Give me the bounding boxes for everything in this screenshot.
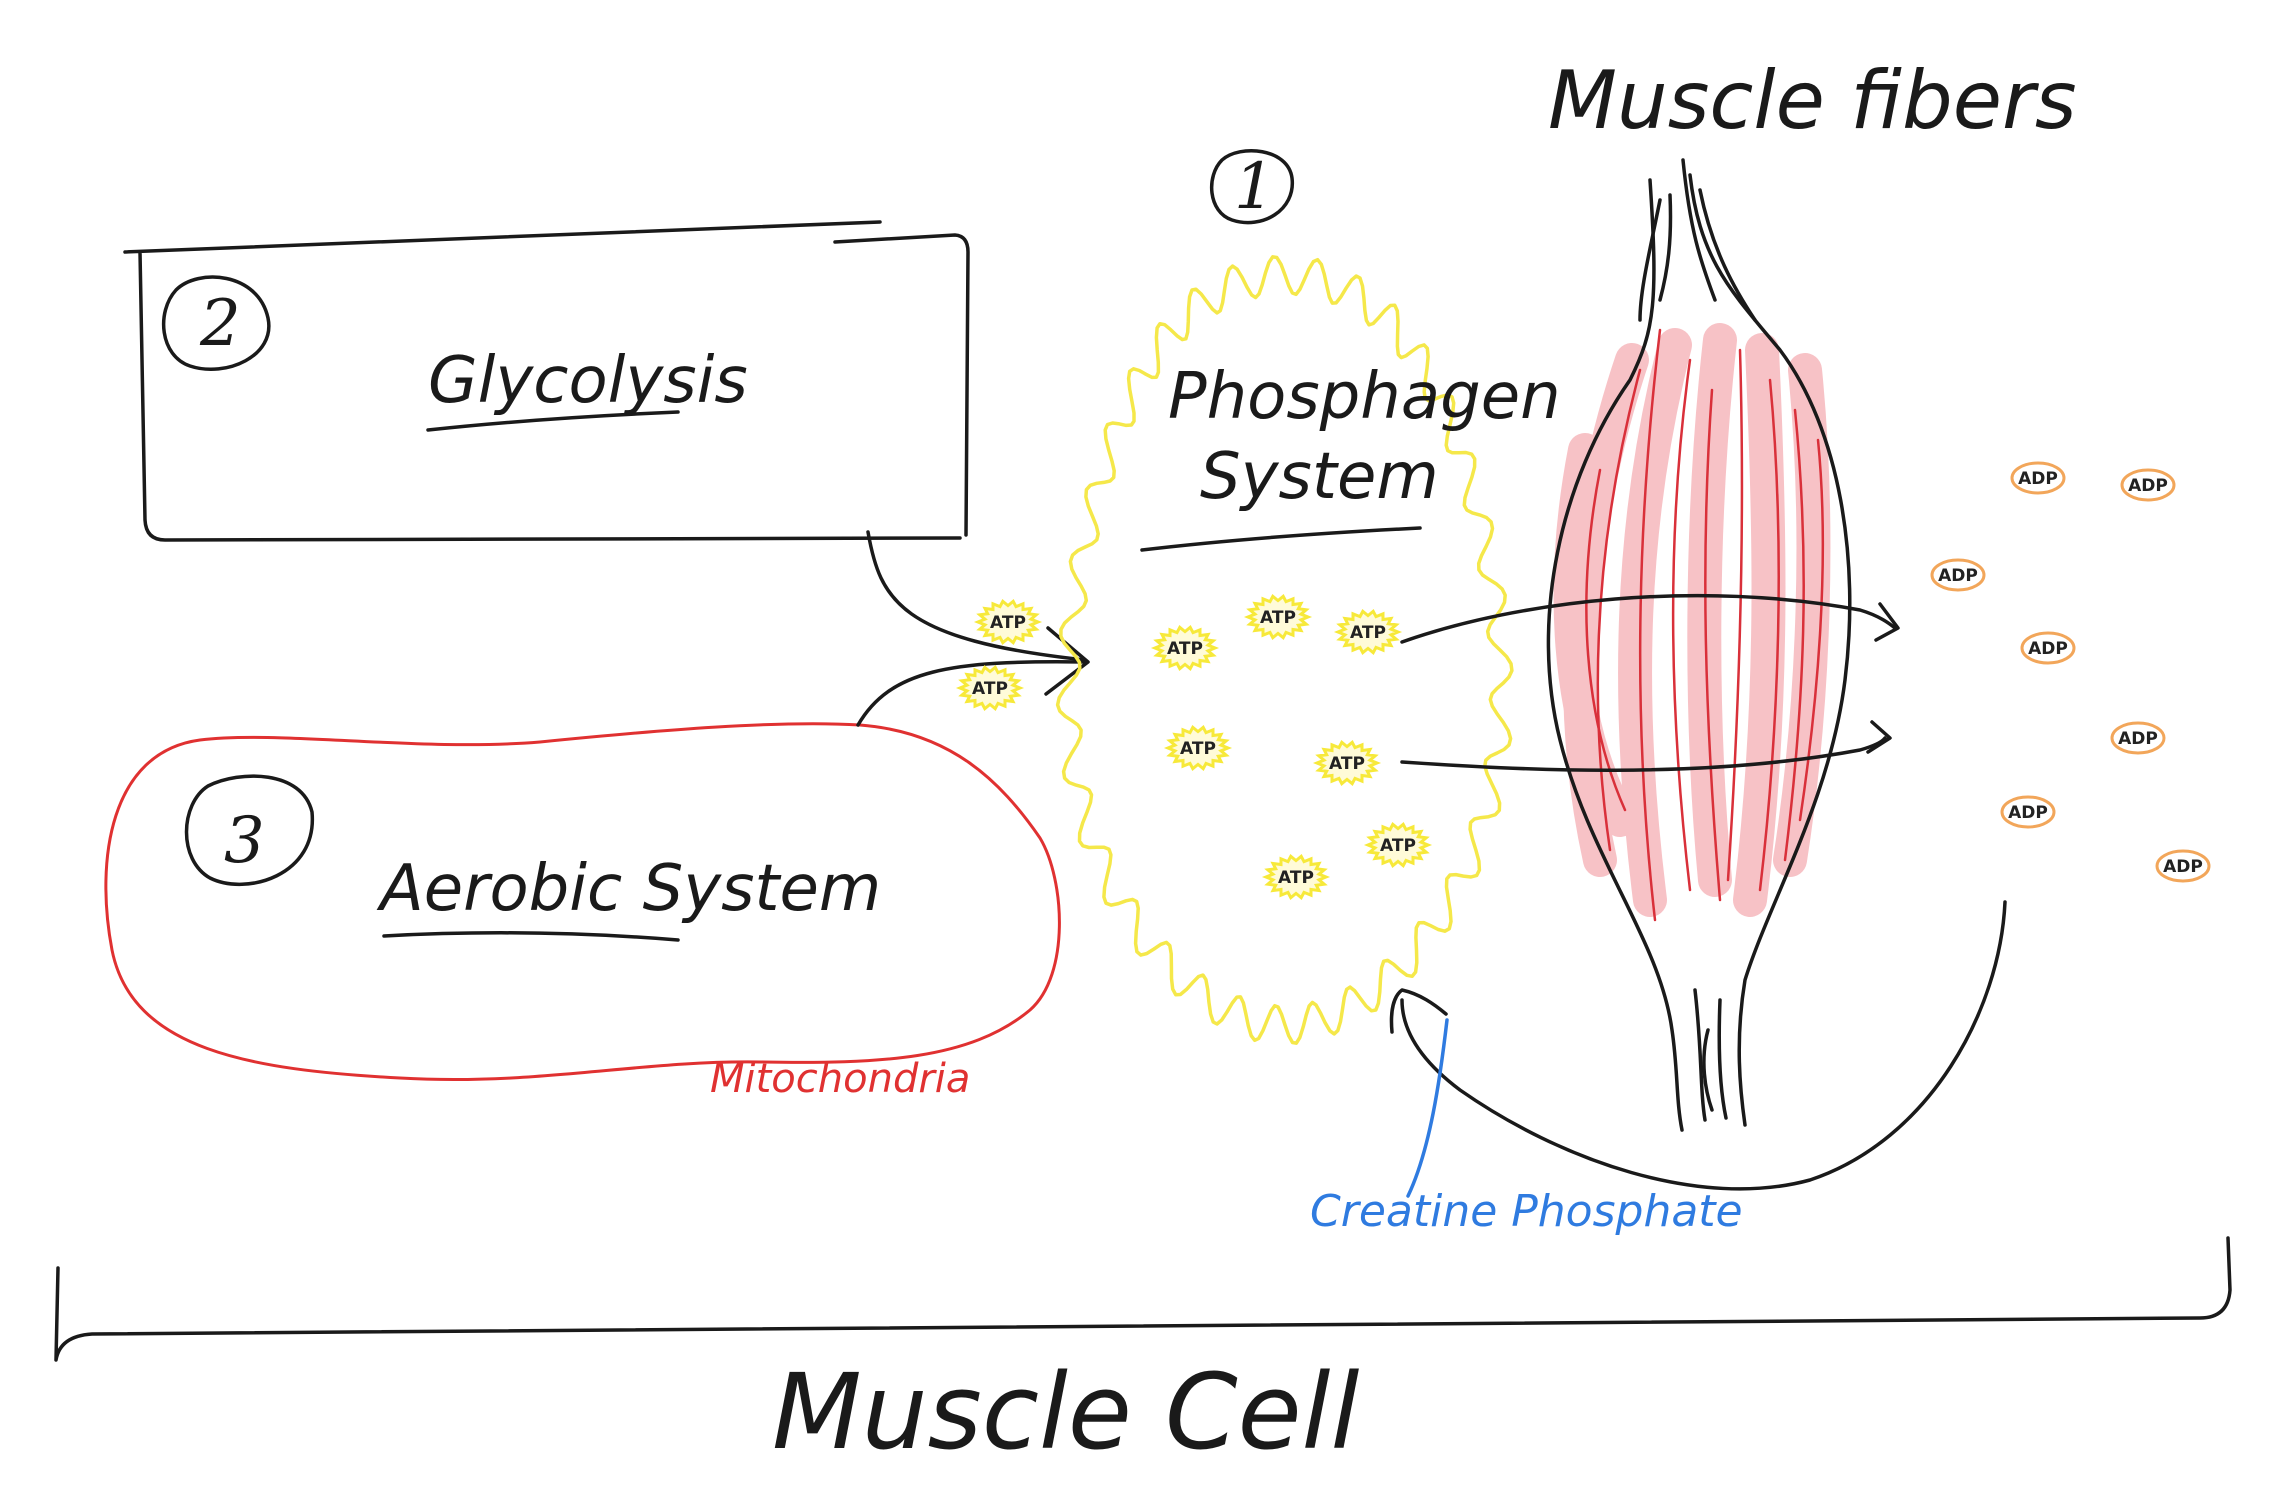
phosphagen-label-line1: Phosphagen <box>1168 360 1561 434</box>
mitochondria-label: Mitochondria <box>710 1056 970 1102</box>
atp-molecule: ATP <box>1150 624 1220 672</box>
atp-molecule: ATP <box>955 664 1025 712</box>
adp-ring <box>2000 795 2056 829</box>
muscle-outline <box>1546 158 1852 1132</box>
atp-molecule: ATP <box>1261 853 1331 901</box>
atp-label: ATP <box>1180 739 1216 759</box>
phosphagen-underline <box>1140 526 1422 552</box>
atp-label: ATP <box>1278 868 1314 888</box>
adp-molecule: ADP <box>2020 631 2076 665</box>
atp-label: ATP <box>1329 754 1365 774</box>
glycolysis-underline <box>426 410 680 432</box>
atp-burst <box>1163 724 1233 772</box>
atp-molecule: ATP <box>1333 608 1403 656</box>
muscle-fibers-label: Muscle fibers <box>1548 54 2077 147</box>
adp-ring <box>1930 558 1986 592</box>
phosphagen-number-circle <box>1209 149 1294 225</box>
adp-ring <box>2020 631 2076 665</box>
atp-burst <box>1150 624 1220 672</box>
recycle-arrow <box>1400 900 2007 1191</box>
atp-label: ATP <box>1260 608 1296 628</box>
arrow-aerobic-to-phosphagen <box>856 660 1087 727</box>
atp-burst <box>973 598 1043 646</box>
muscle-cell-bracket <box>54 1236 2232 1362</box>
adp-molecule: ADP <box>2110 721 2166 755</box>
glycolysis-number: 2 <box>199 287 241 361</box>
adp-ring <box>2110 721 2166 755</box>
atp-burst <box>1261 853 1331 901</box>
mitochondria-outline <box>104 722 1061 1082</box>
aerobic-underline <box>382 931 680 942</box>
atp-burst <box>1243 593 1313 641</box>
arrow-atp-to-adp-lower <box>1400 736 1887 772</box>
atp-burst <box>1333 608 1403 656</box>
adp-label: ADP <box>2018 469 2058 489</box>
adp-molecule: ADP <box>1930 558 1986 592</box>
adp-label: ADP <box>2163 857 2203 877</box>
atp-molecule: ATP <box>973 598 1043 646</box>
atp-molecule: ATP <box>1363 821 1433 869</box>
arrow-atp-to-adp-upper <box>1400 593 1897 644</box>
aerobic-label: Aerobic System <box>376 852 881 926</box>
atp-burst <box>955 664 1025 712</box>
phosphagen-outline <box>1055 255 1514 1045</box>
atp-burst <box>1363 821 1433 869</box>
adp-label: ADP <box>2118 729 2158 749</box>
adp-ring <box>2155 849 2211 883</box>
arrowhead-upper <box>1874 602 1900 642</box>
adp-molecule: ADP <box>2000 795 2056 829</box>
atp-molecule: ATP <box>1243 593 1313 641</box>
adp-label: ADP <box>2028 639 2068 659</box>
muscle-cell-group: Muscle Cell <box>54 1236 2232 1473</box>
atp-molecules: ATP ATP ATP ATP ATP ATP ATP ATP ATP <box>955 593 1433 901</box>
muscle-cell-label: Muscle Cell <box>772 1351 1359 1473</box>
usage-arrows <box>1400 593 1900 772</box>
adp-molecule: ADP <box>2155 849 2211 883</box>
adp-molecules: ADP ADP ADP ADP ADP ADP ADP <box>1930 461 2211 883</box>
phosphagen-group: 1 Phosphagen System <box>1055 149 1561 1045</box>
atp-label: ATP <box>990 613 1026 633</box>
atp-label: ATP <box>1350 623 1386 643</box>
atp-label: ATP <box>972 679 1008 699</box>
adp-molecule: ADP <box>2010 461 2066 495</box>
glycolysis-label: Glycolysis <box>428 344 748 418</box>
aerobic-number: 3 <box>224 804 265 878</box>
atp-label: ATP <box>1380 836 1416 856</box>
arrow-glycolysis-to-phosphagen <box>866 530 1087 662</box>
arrowhead-lower <box>1866 720 1892 754</box>
adp-molecule: ADP <box>2120 468 2176 502</box>
phosphagen-label-line2: System <box>1200 440 1439 514</box>
phosphagen-number: 1 <box>1234 150 1275 224</box>
recycle-group: Creatine Phosphate <box>1310 900 2007 1237</box>
glycolysis-number-circle <box>162 275 271 371</box>
atp-burst <box>1312 739 1382 787</box>
glycolysis-group: 2 Glycolysis <box>123 220 970 542</box>
creatine-pointer <box>1406 1018 1449 1198</box>
adp-ring <box>2120 468 2176 502</box>
adp-ring <box>2010 461 2066 495</box>
creatine-phosphate-label: Creatine Phosphate <box>1310 1186 1743 1237</box>
adp-label: ADP <box>1938 566 1978 586</box>
atp-molecule: ATP <box>1163 724 1233 772</box>
recycle-arrowhead <box>1389 988 1448 1034</box>
atp-label: ATP <box>1167 639 1203 659</box>
muscle-fiber-lines <box>1585 328 1825 922</box>
aerobic-group: 3 Aerobic System Mitochondria <box>104 722 1061 1102</box>
muscle-fiber-fill <box>1553 323 1831 917</box>
adp-label: ADP <box>2008 803 2048 823</box>
aerobic-number-circle <box>184 774 314 887</box>
atp-molecule: ATP <box>1312 739 1382 787</box>
muscle-group: Muscle fibers <box>1546 54 2077 1132</box>
glycolysis-box <box>123 220 970 542</box>
adp-label: ADP <box>2128 476 2168 496</box>
